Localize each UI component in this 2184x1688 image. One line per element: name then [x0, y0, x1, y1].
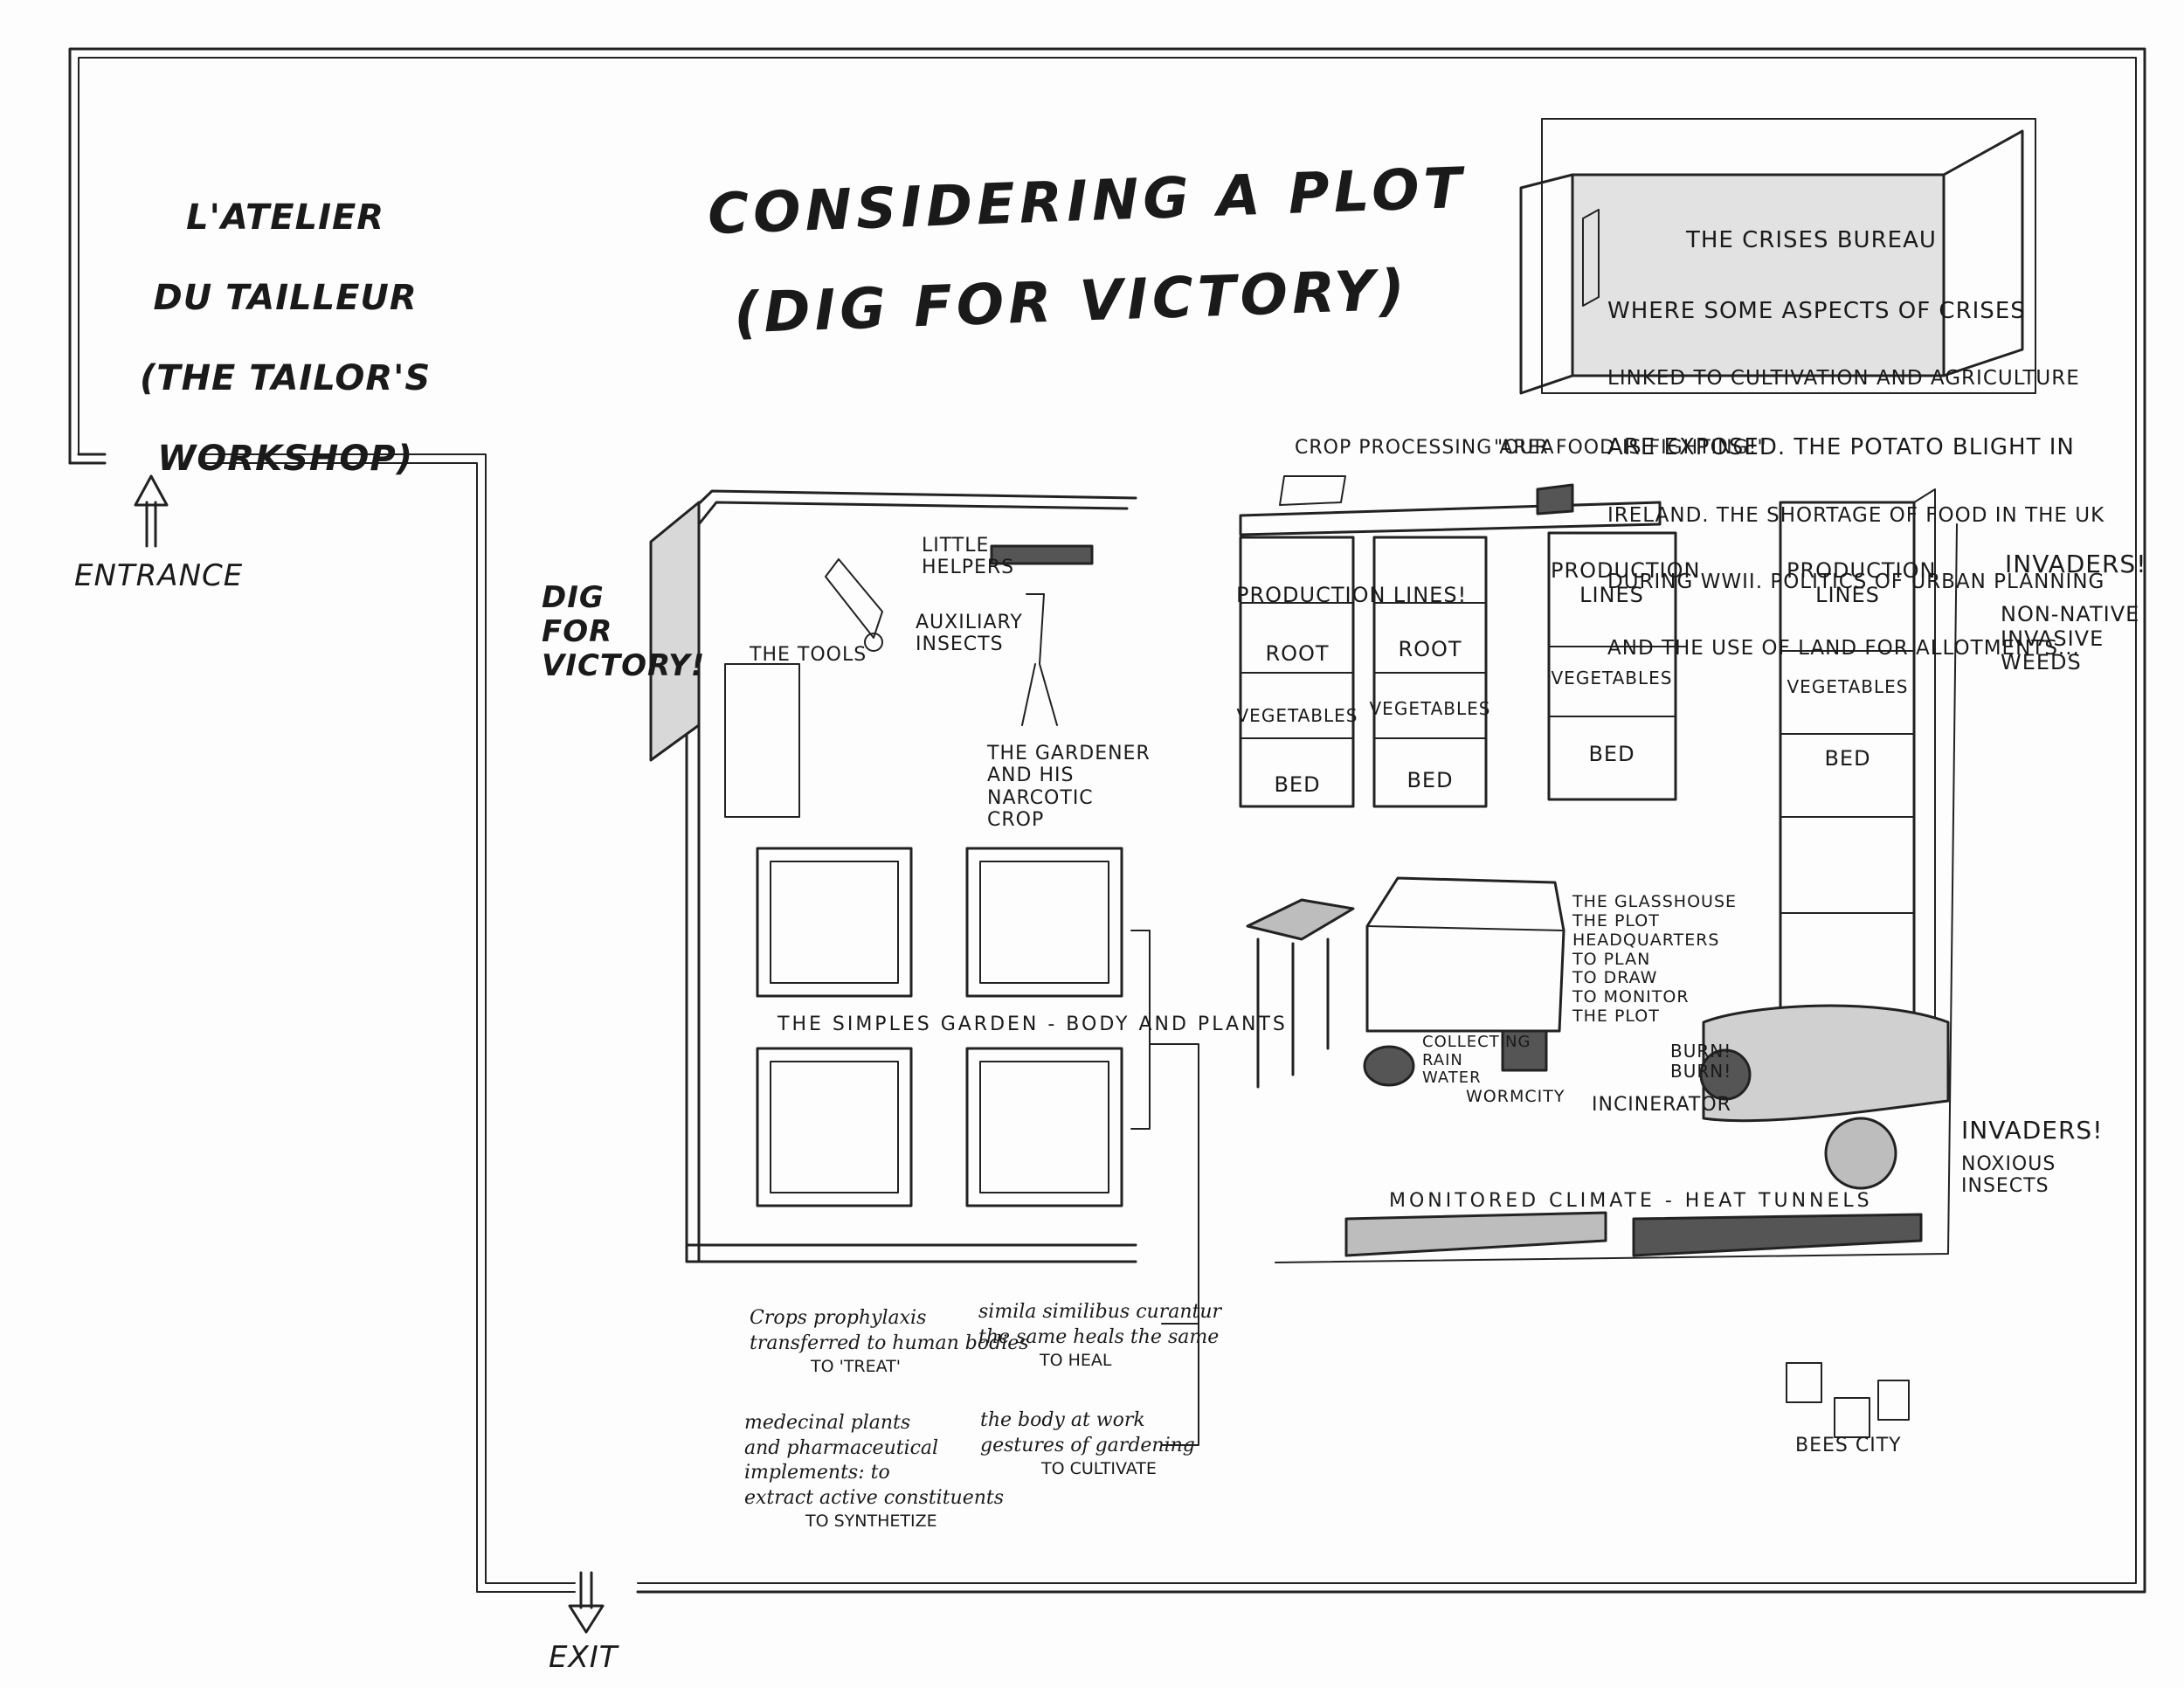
our-food-slogan: "OUR FOOD IS FIGHTING!"	[1494, 437, 1767, 459]
note-text: Crops prophylaxis transferred to human b…	[750, 1307, 1029, 1354]
simples-garden-plot-frame	[649, 489, 1137, 1263]
crises-bureau-line: ARE EXPOSED. THE POTATO BLIGHT IN	[1607, 434, 2075, 461]
shelf-label: BED	[1824, 746, 1871, 771]
invasive-weeds-label: NON-NATIVE INVASIVE WEEDS	[2001, 602, 2140, 675]
shelf-label: BED	[1588, 742, 1635, 766]
painting-frames	[756, 847, 1123, 1207]
invaders-weeds-title: INVADERS!	[2005, 550, 2147, 578]
invaders-insects-title: INVADERS!	[1961, 1116, 2104, 1145]
connector-brackets	[1130, 930, 1199, 1446]
incinerator-label: INCINERATOR	[1592, 1094, 1731, 1116]
dig-for-victory-sign: DIG FOR VICTORY!	[542, 580, 706, 684]
crop-processing-table	[1239, 475, 1662, 536]
crises-bureau-line: LINKED TO CULTIVATION AND AGRICULTURE	[1607, 367, 2080, 391]
shelf-label: VEGETABLES	[1236, 705, 1358, 726]
note-medicinal-plants: medecinal plants and pharmaceutical impl…	[744, 1411, 1004, 1532]
gardener-label: THE GARDENER AND HIS NARCOTIC CROP	[987, 743, 1151, 831]
rain-water-barrel	[1363, 1045, 1415, 1087]
crises-bureau-structure	[1519, 118, 2036, 395]
tools-label: THE TOOLS	[750, 644, 867, 666]
wormcity-label: WORMCITY	[1466, 1087, 1565, 1106]
crises-bureau-line: IRELAND. THE SHORTAGE OF FOOD IN THE UK	[1607, 504, 2105, 528]
shelf-label: BED	[1406, 768, 1454, 792]
room-name-label: L'ATELIER DU TAILLEUR (THE TAILOR'S WORK…	[140, 157, 431, 519]
burn-label: BURN! BURN!	[1670, 1041, 1732, 1082]
note-text: simila similibus curantur the same heals…	[978, 1301, 1222, 1348]
wormcity-box	[1501, 1029, 1548, 1072]
room-name-line: L'ATELIER	[186, 197, 385, 238]
note-verb: TO 'TREAT'	[811, 1357, 901, 1377]
high-stool	[1246, 898, 1355, 1089]
exit-label: EXIT	[549, 1640, 619, 1675]
note-text: the body at work gestures of gardening	[980, 1409, 1195, 1456]
exit-arrow-icon	[568, 1571, 605, 1634]
bees-city-label: BEES CITY	[1795, 1435, 1902, 1456]
auxiliary-insects-label: AUXILIARY INSECTS	[916, 612, 1023, 656]
shelf-label: LINES!	[1393, 583, 1468, 607]
crop-processing-label: CROP PROCESSING AREA	[1295, 437, 1555, 459]
note-verb: TO CULTIVATE	[1041, 1459, 1157, 1479]
room-name-line: DU TAILLEUR	[153, 278, 418, 318]
bees-city-hives	[1786, 1362, 1910, 1438]
shelf-label: BED	[1274, 772, 1321, 797]
shelf-label: VEGETABLES	[1369, 698, 1491, 719]
room-name-line: (THE TAILOR'S	[140, 358, 432, 398]
shelf-label: PRODUCTION LINES	[1551, 558, 1701, 607]
note-verb: TO SYNTHETIZE	[805, 1512, 937, 1532]
glasshouse-structure	[1365, 876, 1565, 1033]
little-helpers-label: LITTLE HELPERS	[922, 535, 1015, 579]
crises-bureau-text: THE CRISES BUREAU WHERE SOME ASPECTS OF …	[1607, 188, 2105, 700]
shelf-label: ROOT	[1398, 637, 1462, 661]
incinerator	[1699, 1004, 1950, 1190]
heat-tunnels	[1275, 523, 1958, 1263]
crises-bureau-title: THE CRISES BUREAU	[1686, 227, 1937, 254]
room-name-line: WORKSHOP)	[157, 439, 414, 479]
shelf-label: ROOT	[1265, 641, 1330, 666]
simples-garden-label: THE SIMPLES GARDEN - BODY AND PLANTS	[778, 1013, 1288, 1035]
note-prophylaxis: Crops prophylaxis transferred to human b…	[750, 1306, 1029, 1378]
shelf-label: PRODUCTION LINES	[1787, 558, 1937, 607]
note-text: medecinal plants and pharmaceutical impl…	[744, 1412, 1005, 1509]
shelf-label: VEGETABLES	[1787, 676, 1909, 697]
shelf-label: PRODUCTION	[1236, 583, 1386, 607]
note-verb: TO HEAL	[1040, 1351, 1112, 1371]
noxious-insects-label: NOXIOUS INSECTS	[1961, 1153, 2056, 1198]
crises-bureau-line: AND THE USE OF LAND FOR ALLOTMENTS...	[1607, 636, 2080, 660]
heat-tunnels-label: MONITORED CLIMATE - HEAT TUNNELS	[1389, 1190, 1873, 1212]
glasshouse-label: THE GLASSHOUSE THE PLOT HEADQUARTERS TO …	[1572, 892, 1738, 1027]
note-similia: simila similibus curantur the same heals…	[978, 1300, 1221, 1372]
outer-walls	[68, 47, 2146, 1594]
rain-water-label: COLLECTING RAIN WATER	[1422, 1033, 1531, 1088]
crises-bureau-line: WHERE SOME ASPECTS OF CRISES	[1607, 297, 2026, 324]
entrance-label: ENTRANCE	[74, 558, 244, 593]
entrance-arrow-icon	[134, 474, 169, 548]
crises-bureau-line: DURING WWII. POLITICS OF URBAN PLANNING	[1607, 570, 2105, 593]
shelf-label: VEGETABLES	[1551, 668, 1673, 688]
